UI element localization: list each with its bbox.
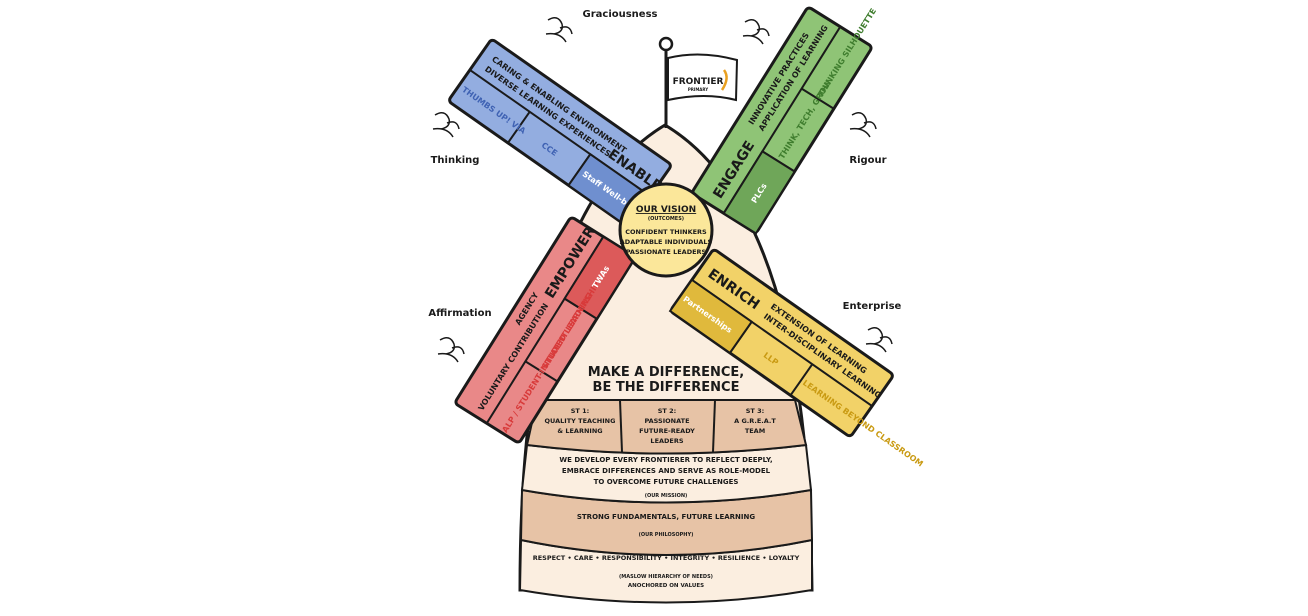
vision-sub: (OUTCOMES) xyxy=(648,216,684,222)
svg-text:QUALITY TEACHING: QUALITY TEACHING xyxy=(545,417,616,425)
value-enterprise: Enterprise xyxy=(843,301,902,312)
vision-line-2: ADAPTABLE INDIVIDUALS xyxy=(620,238,713,246)
flag-swoosh xyxy=(720,69,728,91)
thrust-2: ST 2: PASSIONATE FUTURE-READY LEADERS xyxy=(639,407,695,445)
svg-text:PASSIONATE: PASSIONATE xyxy=(644,417,689,425)
svg-text:ST 2:: ST 2: xyxy=(658,407,677,415)
wind-swirl-icon xyxy=(432,17,893,363)
philosophy-caption: (OUR PHILOSOPHY) xyxy=(639,532,694,538)
svg-text:LEADERS: LEADERS xyxy=(650,437,683,445)
flag-sub: PRIMARY xyxy=(688,87,708,92)
motto-line-2: BE THE DIFFERENCE xyxy=(593,380,740,395)
svg-text:ST 3:: ST 3: xyxy=(746,407,765,415)
svg-text:FUTURE-READY: FUTURE-READY xyxy=(639,427,695,435)
flag xyxy=(667,53,739,102)
flag-brand: FRONTIER xyxy=(673,77,724,87)
mission-line-3: TO OVERCOME FUTURE CHALLENGES xyxy=(594,478,739,486)
svg-text:ST 1:: ST 1: xyxy=(571,407,590,415)
values-text: RESPECT • CARE • RESPONSIBILITY • INTEGR… xyxy=(533,554,800,562)
value-affirmation: Affirmation xyxy=(428,308,491,319)
values-caption-1: (MASLOW HIERARCHY OF NEEDS) xyxy=(619,574,713,580)
svg-text:& LEARNING: & LEARNING xyxy=(557,427,602,435)
vision-hub xyxy=(618,182,714,278)
values-caption-2: ANOCHORED ON VALUES xyxy=(628,583,704,589)
motto-line-1: MAKE A DIFFERENCE, xyxy=(588,365,744,380)
thrust-3: ST 3: A G.R.E.A.T TEAM xyxy=(734,407,776,435)
mission-line-2: EMBRACE DIFFERENCES AND SERVE AS ROLE-MO… xyxy=(562,467,771,475)
vision-line-3: PASSIONATE LEADERS xyxy=(626,248,707,256)
value-thinking: Thinking xyxy=(431,155,480,166)
blade-engage: ENGAGE INNOVATIVE PRACTICES APPLICATION … xyxy=(691,6,878,235)
value-graciousness: Graciousness xyxy=(583,9,658,20)
svg-text:A G.R.E.A.T: A G.R.E.A.T xyxy=(734,417,776,425)
value-rigour: Rigour xyxy=(849,155,886,166)
svg-text:TEAM: TEAM xyxy=(745,427,765,435)
thrusts-band xyxy=(525,399,808,455)
mission-line-1: WE DEVELOP EVERY FRONTIERER TO REFLECT D… xyxy=(559,456,772,464)
vision-line-1: CONFIDENT THINKERS xyxy=(625,228,707,236)
vision-title: OUR VISION xyxy=(636,205,696,215)
thrust-1: ST 1: QUALITY TEACHING & LEARNING xyxy=(545,407,616,435)
philosophy-text: STRONG FUNDAMENTALS, FUTURE LEARNING xyxy=(577,513,756,521)
mission-caption: (OUR MISSION) xyxy=(645,493,688,499)
